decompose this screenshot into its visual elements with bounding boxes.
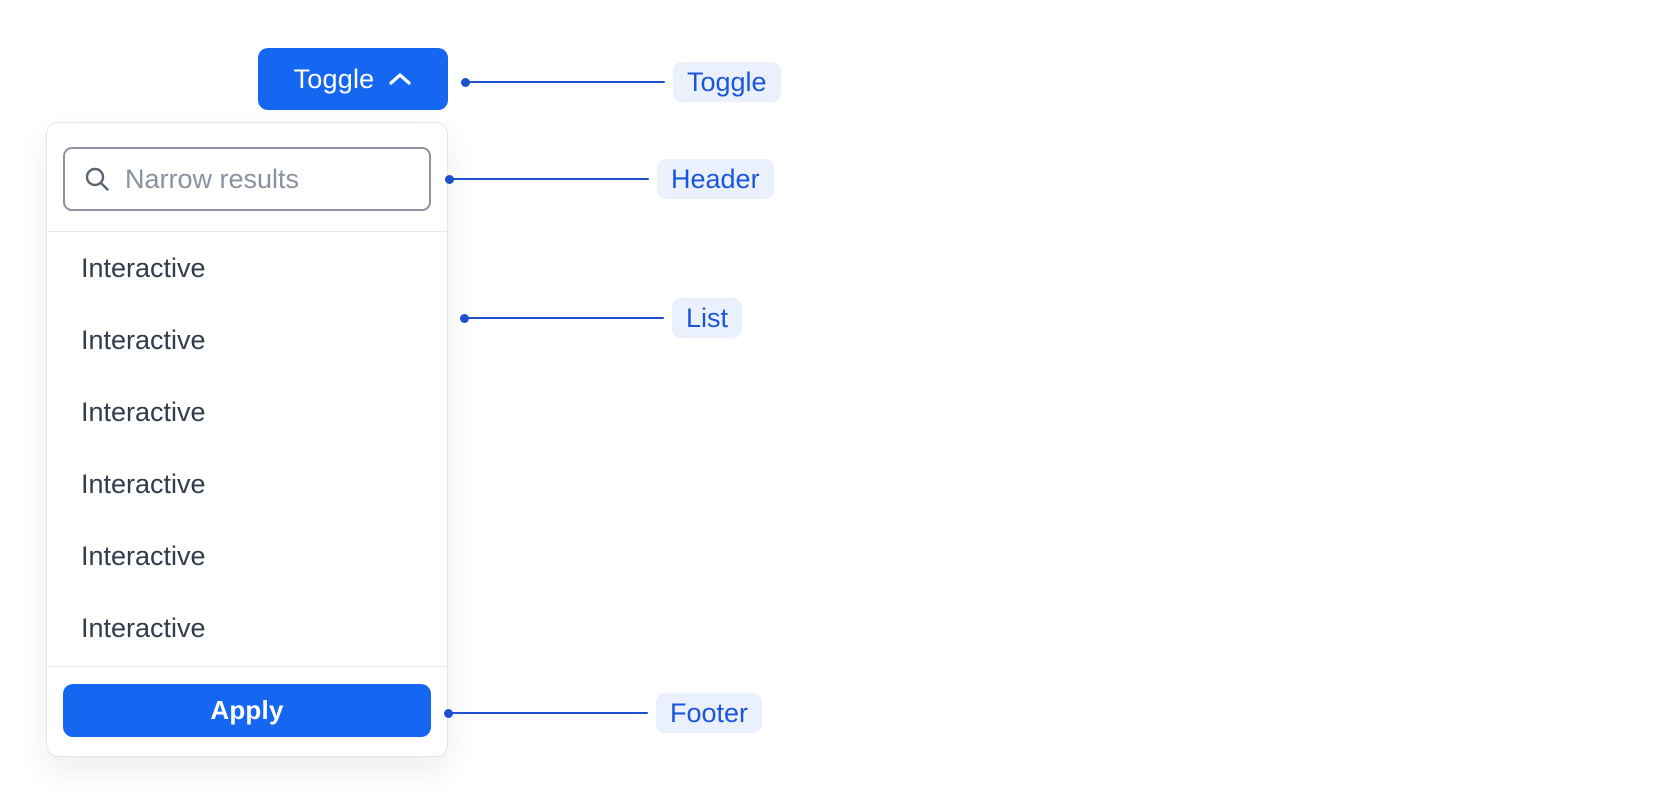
annotation-label-list: List	[672, 298, 743, 338]
list-item[interactable]: Interactive	[81, 397, 206, 427]
toggle-button[interactable]: Toggle	[258, 48, 448, 110]
toggle-button-label: Toggle	[293, 63, 375, 94]
footer-divider	[47, 666, 447, 667]
dropdown-footer: Apply	[47, 667, 447, 756]
annotation-toggle: Toggle	[461, 62, 781, 102]
annotation-header: Header	[445, 159, 774, 199]
annotation-line	[468, 80, 665, 84]
annotation-list: List	[460, 298, 743, 338]
dropdown-panel: Interactive Interactive Interactive Inte…	[46, 122, 448, 757]
annotation-line	[451, 711, 648, 715]
annotation-line	[452, 177, 649, 181]
apply-button[interactable]: Apply	[63, 684, 431, 737]
dropdown-list: Interactive Interactive Interactive Inte…	[47, 232, 447, 666]
chevron-up-icon	[388, 71, 412, 87]
annotation-label-toggle: Toggle	[673, 62, 781, 102]
annotation-line	[467, 316, 664, 320]
dropdown-header	[47, 123, 447, 231]
search-input[interactable]	[125, 163, 411, 195]
annotation-footer: Footer	[444, 693, 763, 733]
header-divider	[47, 231, 447, 232]
list-item[interactable]: Interactive	[81, 325, 206, 355]
annotation-dot	[461, 77, 470, 87]
list-item[interactable]: Interactive	[81, 253, 206, 283]
annotation-label-header: Header	[657, 159, 774, 199]
annotation-dot	[460, 313, 469, 323]
list-item[interactable]: Interactive	[81, 613, 206, 643]
search-icon	[83, 165, 111, 193]
list-item[interactable]: Interactive	[81, 541, 206, 571]
search-box[interactable]	[63, 147, 431, 211]
list-item[interactable]: Interactive	[81, 469, 206, 499]
annotation-label-footer: Footer	[656, 693, 763, 733]
